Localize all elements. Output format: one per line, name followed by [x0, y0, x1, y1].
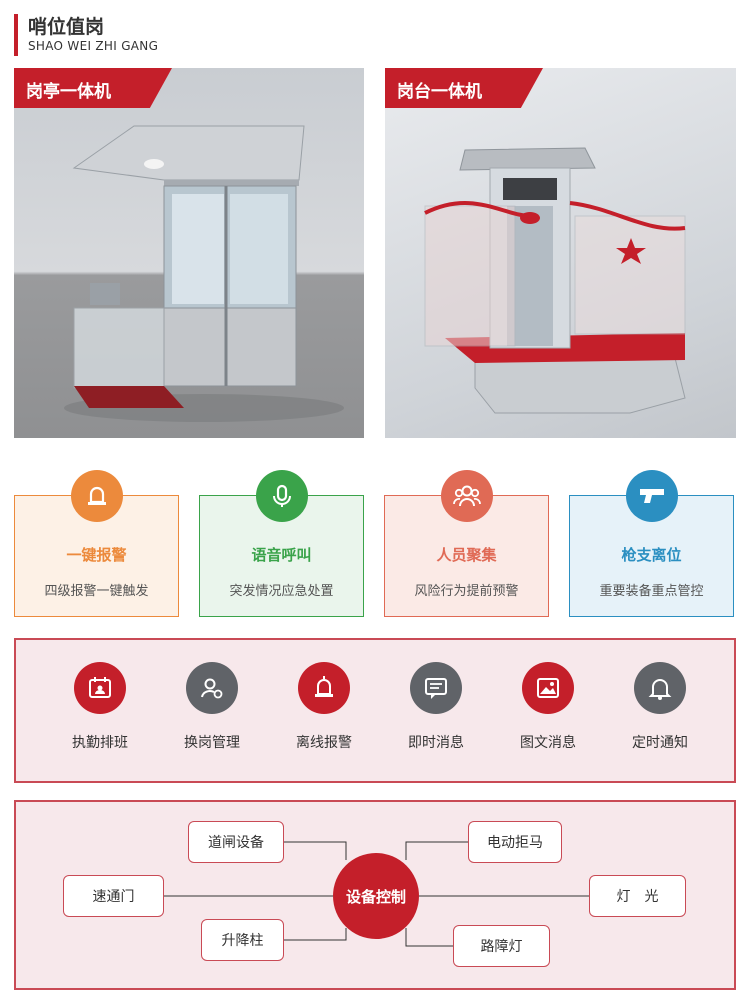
- feature-card-alarm: 一键报警 四级报警一键触发: [14, 470, 179, 617]
- function-scheduled-notice: 定时通知: [610, 662, 710, 752]
- feature-card-voice: 语音呼叫 突发情况应急处置: [199, 470, 364, 617]
- user-settings-icon: [186, 662, 238, 714]
- feature-desc: 风险行为提前预警: [414, 584, 519, 599]
- alarm-light-icon: [70, 470, 123, 522]
- device-bollard: 升降柱: [201, 919, 284, 961]
- function-label: 即时消息: [408, 735, 464, 751]
- feature-title: 枪支离位: [621, 546, 682, 564]
- function-instant-message: 即时消息: [386, 662, 486, 752]
- crowd-icon: [440, 470, 493, 522]
- page-title: 哨位值岗: [28, 16, 105, 38]
- device-control-panel: 道闸设备 速通门 升降柱 设备控制 电动拒马 灯 光 路障灯: [14, 800, 736, 990]
- booth-photo: 岗亭一体机: [14, 68, 364, 438]
- function-label: 定时通知: [632, 735, 688, 751]
- device-control-hub: 设备控制: [333, 853, 419, 939]
- feature-desc: 四级报警一键触发: [44, 584, 149, 599]
- booth-tag: 岗亭一体机: [14, 68, 172, 108]
- device-gate: 道闸设备: [188, 821, 284, 863]
- message-icon: [410, 662, 462, 714]
- feature-desc: 突发情况应急处置: [229, 584, 334, 599]
- function-label: 图文消息: [520, 735, 576, 751]
- calendar-user-icon: [74, 662, 126, 714]
- platform-tag: 岗台一体机: [385, 68, 543, 108]
- platform-illustration: [424, 147, 686, 414]
- alarm-light-icon: [298, 662, 350, 714]
- device-connector-lines: [164, 841, 589, 947]
- device-barrier: 电动拒马: [468, 821, 562, 863]
- page-subtitle: SHAO WEI ZHI GANG: [28, 39, 159, 53]
- device-roadblock: 路障灯: [453, 925, 550, 967]
- function-label: 执勤排班: [72, 735, 128, 751]
- device-fast-gate: 速通门: [63, 875, 164, 917]
- functions-panel: 执勤排班 换岗管理 离线报警 即时消息 图文消息 定时通知: [14, 638, 736, 783]
- feature-card-gun: 枪支离位 重要装备重点管控: [569, 470, 734, 617]
- function-shift-change: 换岗管理: [162, 662, 262, 752]
- function-duty-schedule: 执勤排班: [50, 662, 150, 752]
- function-label: 离线报警: [296, 735, 352, 751]
- booth-illustration: [64, 125, 344, 422]
- device-light: 灯 光: [589, 875, 686, 917]
- feature-title: 人员聚集: [436, 546, 497, 564]
- function-offline-alarm: 离线报警: [274, 662, 374, 752]
- feature-card-crowd: 人员聚集 风险行为提前预警: [384, 470, 549, 617]
- feature-desc: 重要装备重点管控: [599, 584, 704, 599]
- bell-icon: [634, 662, 686, 714]
- function-label: 换岗管理: [184, 735, 240, 751]
- image-message-icon: [522, 662, 574, 714]
- feature-title: 一键报警: [66, 546, 127, 564]
- microphone-icon: [255, 470, 308, 522]
- function-image-message: 图文消息: [498, 662, 598, 752]
- header-accent-bar: [14, 14, 18, 56]
- pistol-icon: [625, 470, 678, 522]
- platform-photo: 岗台一体机: [385, 68, 736, 438]
- feature-title: 语音呼叫: [251, 546, 312, 564]
